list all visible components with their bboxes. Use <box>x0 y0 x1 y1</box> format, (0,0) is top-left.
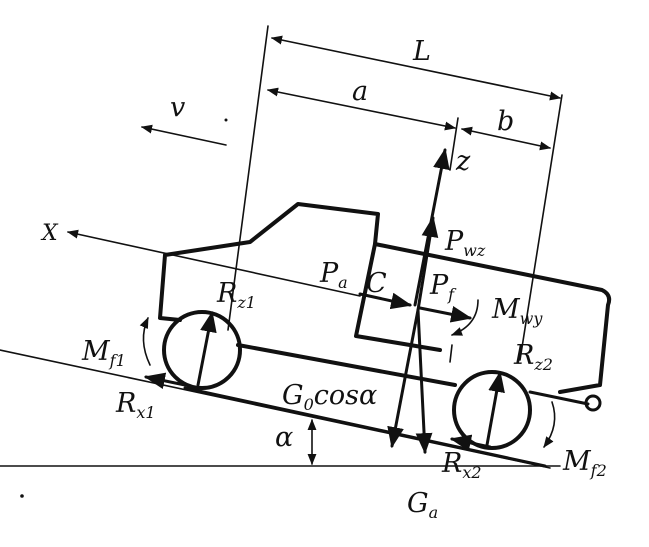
label-g0-cos-alpha: G0cosα <box>282 380 377 414</box>
tow-hitch <box>528 390 590 406</box>
x-axis-arrow <box>66 229 361 297</box>
label-rz2: Rz2 <box>513 340 553 374</box>
pf-arrow <box>418 306 473 323</box>
ga-weight-arrow <box>415 308 433 455</box>
ext-line-front <box>227 25 269 331</box>
label-L: L <box>412 36 431 67</box>
label-v: v <box>170 92 185 123</box>
front-normal-reaction-arrow <box>196 310 217 387</box>
dot-mark-1 <box>20 494 24 498</box>
mf2-moment-arc <box>543 401 556 448</box>
gcos-component-arrow <box>387 308 420 449</box>
label-z-axis: z <box>455 146 471 177</box>
vehicle-body-outline <box>158 202 612 394</box>
dim-b-arrow <box>460 126 552 151</box>
label-alpha: α <box>275 422 293 453</box>
label-b: b <box>497 106 514 137</box>
tow-hitch-ball <box>584 394 602 412</box>
label-mf1: Mf1 <box>81 336 126 370</box>
pwz-arrow <box>416 215 439 312</box>
pa-arrow <box>358 292 413 310</box>
dot-mark-2 <box>224 118 228 122</box>
velocity-arrow <box>140 124 227 146</box>
label-rx1: Rx1 <box>115 388 156 422</box>
vehicle-floor-line <box>236 343 457 387</box>
label-rz1: Rz1 <box>216 278 256 312</box>
label-mf2: Mf2 <box>562 446 607 480</box>
cg-tick <box>449 344 453 363</box>
rx1-arrow <box>143 372 187 390</box>
label-x-axis: X <box>40 221 59 246</box>
mwy-moment-arc <box>450 299 479 336</box>
ext-line-rear <box>519 94 563 361</box>
label-pwz: Pwz <box>444 226 486 260</box>
ext-line-cg <box>449 117 459 171</box>
label-a: a <box>352 76 368 107</box>
dim-L-arrow <box>270 35 562 101</box>
road-surface <box>183 386 547 468</box>
dim-a-arrow <box>266 87 457 131</box>
front-wheel <box>162 310 242 390</box>
label-rx2: Rx2 <box>441 448 482 482</box>
label-pf: Pf <box>429 270 457 304</box>
label-pa: Pa <box>319 258 348 292</box>
label-ga: Ga <box>407 488 438 522</box>
rx2-arrow <box>449 434 492 452</box>
mf1-moment-arc <box>139 316 151 366</box>
rear-normal-reaction-arrow <box>485 370 505 447</box>
label-mwy: Mwy <box>491 294 543 328</box>
label-c: C <box>366 268 387 299</box>
